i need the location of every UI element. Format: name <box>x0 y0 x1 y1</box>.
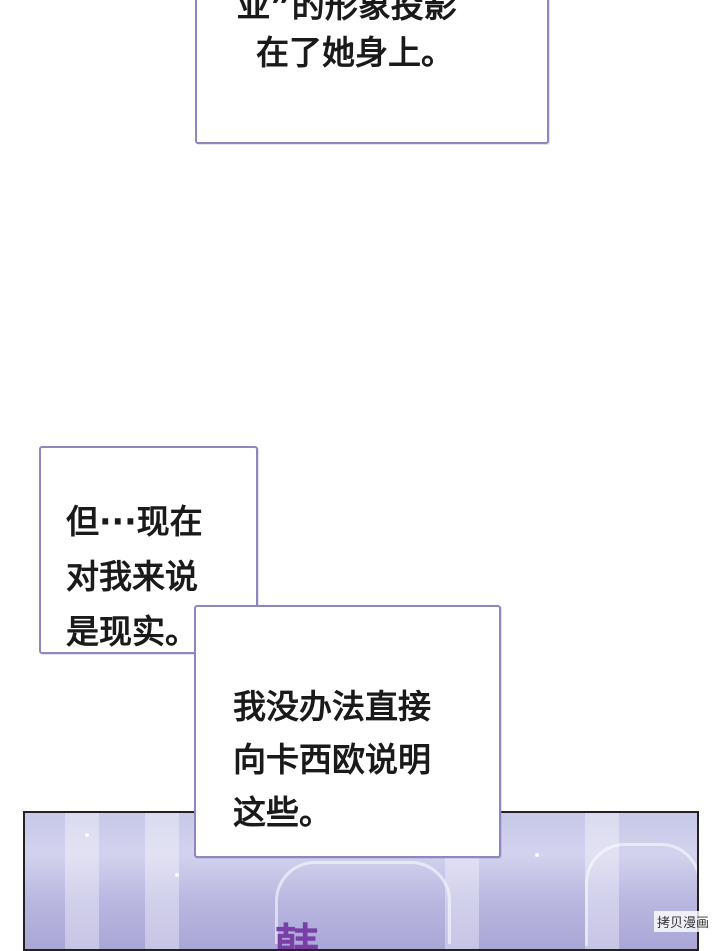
watermark: 拷贝漫画 <box>653 911 712 932</box>
scene-pillar <box>145 813 179 949</box>
scene-arch <box>275 861 451 944</box>
bubble-top-line-2: 在了她身上。 <box>256 33 454 72</box>
scene-sparkle <box>175 873 179 877</box>
speech-bubble-top <box>195 0 549 144</box>
scene-sparkle <box>535 853 539 857</box>
scene-arch <box>585 843 697 946</box>
bubble-right-text: 我没办法直接 向卡西欧说明 这些。 <box>233 687 431 832</box>
speech-bubble-right <box>194 605 501 858</box>
bubble-left-text: 但···现在 对我来说 是现实。 <box>66 502 203 651</box>
scene-sparkle <box>85 833 89 837</box>
scene-sound-effect: 韩 <box>275 920 325 951</box>
scene-pillar <box>65 813 99 949</box>
bubble-top-line-1: 亚”的形象投影 <box>237 0 457 25</box>
